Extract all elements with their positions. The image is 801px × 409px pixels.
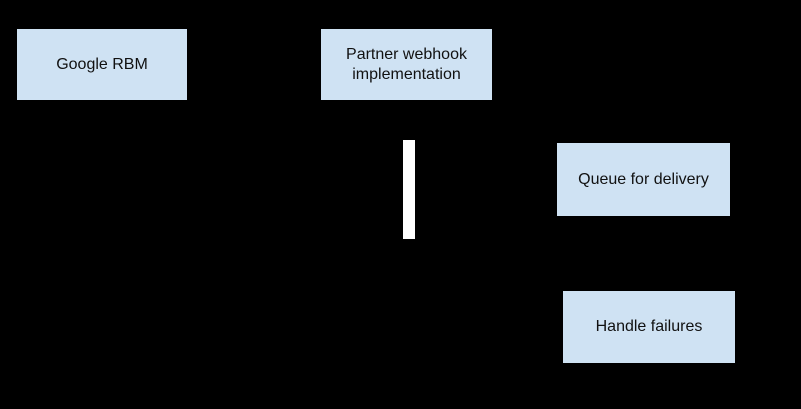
node-handle-failures-label: Handle failures (595, 318, 703, 335)
node-partner-webhook-label: Partner webhook implementation (346, 45, 467, 83)
node-google-rbm: Google RBM (17, 29, 187, 100)
activation-bar (403, 140, 415, 239)
node-handle-failures: Handle failures (563, 291, 735, 363)
node-partner-webhook: Partner webhook implementation (321, 29, 492, 100)
node-google-rbm-label: Google RBM (56, 55, 148, 73)
node-queue-for-delivery-label: Queue for delivery (578, 170, 709, 188)
node-queue-for-delivery: Queue for delivery (557, 143, 730, 216)
